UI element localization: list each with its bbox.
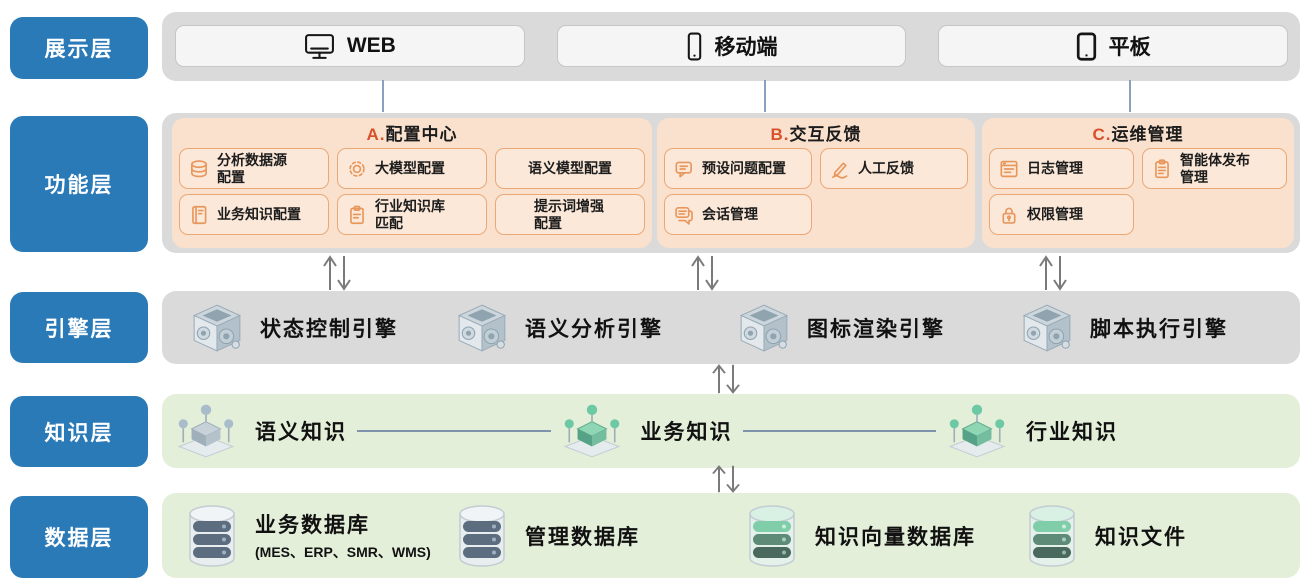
presentation-layer-container: WEB 移动端 平板 (162, 12, 1300, 81)
database-cylinder-blue-icon (459, 504, 505, 567)
item-industry-kb-match: 行业知识库匹配 (337, 194, 487, 235)
bidirectional-arrow-icon (712, 465, 740, 493)
database-icon (191, 159, 207, 177)
item-large-model-config: 大模型配置 (337, 148, 487, 189)
database-cylinder-green-icon (1029, 504, 1075, 567)
datastore-label: 业务数据库 (255, 514, 370, 537)
section-title: A.配置中心 (366, 125, 458, 144)
section-prefix: B. (770, 125, 790, 144)
knowledge-node-green-icon (948, 404, 1006, 458)
engine-layer-container: 状态控制引擎 语义分析引擎 (162, 291, 1300, 364)
connector-line (382, 80, 384, 112)
item-manual-feedback: 人工反馈 (820, 148, 968, 189)
bidirectional-arrow-icon (691, 255, 719, 291)
datastore-knowledge-vector-db: 知识向量数据库 (745, 504, 1025, 568)
item-analyze-datasource-config: 分析数据源配置 (179, 148, 329, 189)
section-prefix: C. (1092, 125, 1112, 144)
knowledge-node-gray-icon (177, 404, 235, 458)
gear-icon (349, 160, 365, 177)
clipboard-pencil-icon (350, 205, 364, 224)
knowledge-connector-line (742, 430, 936, 432)
datastore-management-db: 管理数据库 (455, 504, 745, 568)
engine-label: 图标渲染引擎 (807, 317, 945, 341)
section-interaction-feedback: B.交互反馈 预设问题配置 人工反 (657, 118, 975, 248)
datastore-label: 管理数据库 (525, 525, 640, 549)
bidirectional-arrow-icon (712, 364, 740, 394)
device-box-web: WEB (175, 25, 525, 67)
device-label: 移动端 (714, 36, 778, 59)
knowledge-node-green-icon (563, 404, 620, 458)
engine-label: 状态控制引擎 (260, 317, 398, 341)
section-prefix: A. (366, 125, 386, 144)
connector-line (1129, 80, 1131, 112)
knowledge-label: 行业知识 (1026, 421, 1118, 444)
device-label: WEB (346, 34, 396, 57)
item-session-management: 会话管理 (664, 194, 812, 235)
knowledge-layer-container: 语义知识 业务知识 (162, 394, 1300, 468)
connector-line (764, 80, 766, 112)
item-log-management: 日志管理 (989, 148, 1134, 189)
device-box-tablet: 平板 (938, 25, 1289, 67)
monitor-icon (304, 33, 334, 59)
engine-cube-icon (457, 304, 507, 352)
knowledge-semantic: 语义知识 (175, 403, 347, 459)
item-permission-management: 权限管理 (989, 194, 1134, 235)
engine-cube-icon (192, 304, 242, 352)
database-cylinder-green-icon (749, 504, 795, 567)
engine-cube-icon (1022, 304, 1072, 352)
item-preset-question-config: 预设问题配置 (664, 148, 812, 189)
item-agent-publish-management: 智能体发布管理 (1142, 148, 1287, 189)
knowledge-industry: 行业知识 (946, 403, 1118, 459)
bidirectional-arrow-icon (323, 255, 351, 291)
layer-label-presentation: 展示层 (10, 17, 148, 79)
device-box-mobile: 移动端 (556, 25, 907, 67)
log-window-icon (1000, 160, 1018, 177)
pencil-icon (832, 161, 848, 179)
datastore-text: 业务数据库 (MES、ERP、SMR、WMS) (255, 509, 431, 562)
section-operations-management: C.运维管理 日志管理 (982, 118, 1294, 248)
section-config-center: A.配置中心 分析数据源配置 大模型配置 (172, 118, 652, 248)
section-title: C.运维管理 (1092, 125, 1184, 144)
knowledge-connector-line (357, 430, 551, 432)
layer-label-knowledge: 知识层 (10, 396, 148, 467)
engine-semantic-analysis: 语义分析引擎 (455, 303, 737, 353)
section-title: B.交互反馈 (770, 125, 862, 144)
chat-bubbles-icon (675, 206, 693, 225)
item-business-knowledge-config: 业务知识配置 (179, 194, 329, 235)
datastore-sublabel: (MES、ERP、SMR、WMS) (255, 544, 431, 560)
layer-label-function: 功能层 (10, 116, 148, 252)
book-icon (192, 205, 207, 224)
knowledge-business: 业务知识 (561, 403, 733, 459)
engine-script-execution: 脚本执行引擎 (1020, 303, 1228, 353)
engine-state-control: 状态控制引擎 (190, 303, 455, 353)
item-semantic-model-config: 语义模型配置 (495, 148, 645, 189)
engine-label: 语义分析引擎 (525, 317, 663, 341)
knowledge-label: 业务知识 (640, 421, 733, 444)
datastore-label: 知识文件 (1095, 525, 1187, 549)
datastore-business-db: 业务数据库 (MES、ERP、SMR、WMS) (185, 504, 455, 568)
speech-bubble-icon (675, 161, 692, 178)
tablet-icon (1076, 32, 1096, 61)
item-prompt-enhance-config: 提示词增强配置 (495, 194, 645, 235)
layer-label-data: 数据层 (10, 496, 148, 578)
clipboard-list-icon (1155, 158, 1169, 178)
device-label: 平板 (1108, 36, 1151, 59)
layer-label-engine: 引擎层 (10, 292, 148, 363)
engine-icon-render: 图标渲染引擎 (737, 303, 1020, 353)
engine-label: 脚本执行引擎 (1090, 317, 1228, 341)
database-cylinder-blue-icon (189, 504, 235, 567)
bidirectional-arrow-icon (1039, 255, 1067, 291)
lock-icon (1002, 207, 1016, 224)
function-layer-container: A.配置中心 分析数据源配置 大模型配置 (162, 113, 1300, 253)
datastore-label: 知识向量数据库 (815, 525, 976, 549)
smartphone-icon (687, 32, 701, 60)
data-layer-container: 业务数据库 (MES、ERP、SMR、WMS) 管理数据库 (162, 493, 1300, 578)
datastore-knowledge-files: 知识文件 (1025, 504, 1187, 568)
knowledge-label: 语义知识 (255, 421, 347, 444)
engine-cube-icon (739, 304, 789, 352)
